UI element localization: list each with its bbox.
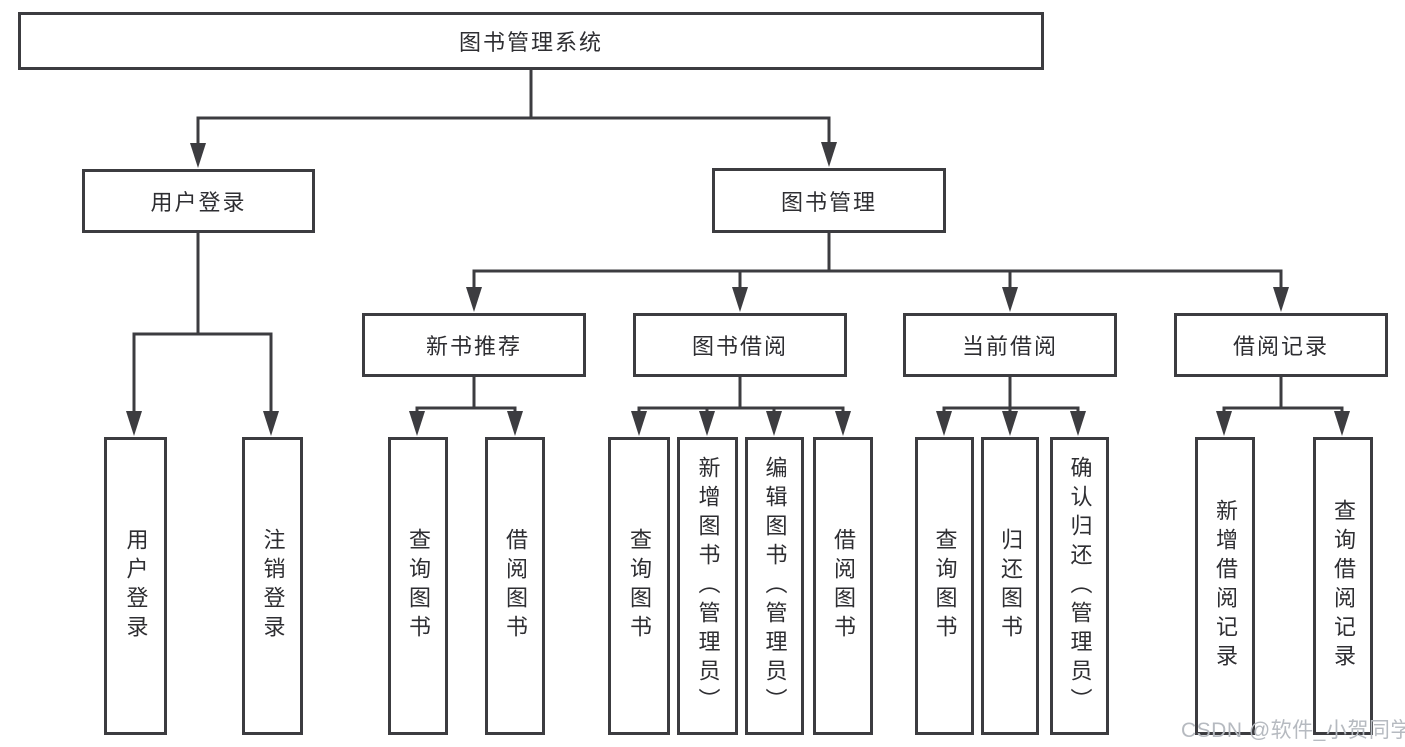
arrow-down-icon bbox=[466, 287, 482, 312]
arrow-down-icon bbox=[1216, 411, 1232, 436]
leaf-label: 借阅图书 bbox=[831, 528, 856, 644]
node-book-management: 图书管理 bbox=[712, 168, 946, 233]
leaf-label: 编辑图书（管理员） bbox=[762, 455, 788, 717]
leaf-label: 查询图书 bbox=[627, 528, 652, 644]
leaf-label: 查询图书 bbox=[932, 528, 958, 644]
leaf-cb-confirm-return-admin: 确认归还（管理员） bbox=[1050, 437, 1109, 735]
node-label: 借阅记录 bbox=[1232, 334, 1329, 359]
leaf-nb-query-books: 查询图书 bbox=[388, 437, 448, 735]
arrow-down-icon bbox=[263, 411, 279, 436]
arrow-down-icon bbox=[835, 411, 851, 436]
arrow-down-icon bbox=[126, 411, 142, 436]
node-label: 图书管理系统 bbox=[458, 30, 603, 55]
arrow-down-icon bbox=[1002, 411, 1018, 436]
connector-path bbox=[132, 68, 1344, 417]
arrow-down-icon bbox=[631, 411, 647, 436]
leaf-label: 确认归还（管理员） bbox=[1067, 455, 1093, 717]
arrow-down-icon bbox=[821, 142, 837, 167]
leaf-br-add-record: 新增借阅记录 bbox=[1195, 437, 1255, 735]
leaf-bb-query-books: 查询图书 bbox=[608, 437, 670, 735]
leaf-label: 新增借阅记录 bbox=[1213, 499, 1238, 673]
leaf-cb-query-books: 查询图书 bbox=[915, 437, 974, 735]
node-new-book-recommend: 新书推荐 bbox=[362, 313, 586, 377]
leaf-bb-add-books-admin: 新增图书（管理员） bbox=[677, 437, 738, 735]
leaf-user-login: 用户登录 bbox=[104, 437, 167, 735]
arrow-down-icon bbox=[190, 143, 206, 168]
arrowhead-icons bbox=[126, 142, 1350, 436]
node-label: 用户登录 bbox=[150, 190, 247, 215]
node-label: 新书推荐 bbox=[425, 334, 522, 359]
leaf-label: 注销登录 bbox=[260, 528, 286, 644]
node-label: 图书管理 bbox=[780, 189, 877, 215]
node-current-borrow: 当前借阅 bbox=[903, 313, 1117, 377]
node-label: 图书借阅 bbox=[691, 334, 788, 359]
leaf-bb-borrow-books: 借阅图书 bbox=[813, 437, 873, 735]
arrow-down-icon bbox=[1002, 287, 1018, 312]
arrow-down-icon bbox=[732, 287, 748, 312]
leaf-label: 查询借阅记录 bbox=[1331, 499, 1356, 673]
csdn-watermark: CSDN @软件_小贺同学 bbox=[1181, 719, 1405, 742]
leaf-label: 新增图书（管理员） bbox=[695, 455, 721, 717]
arrow-down-icon bbox=[1070, 411, 1086, 436]
leaf-label: 借阅图书 bbox=[503, 528, 528, 644]
node-user-login: 用户登录 bbox=[82, 169, 315, 233]
leaf-label: 查询图书 bbox=[406, 528, 431, 644]
arrow-down-icon bbox=[936, 411, 952, 436]
arrow-down-icon bbox=[507, 411, 523, 436]
arrow-down-icon bbox=[409, 411, 425, 436]
arrow-down-icon bbox=[1334, 411, 1350, 436]
leaf-label: 用户登录 bbox=[123, 528, 149, 644]
arrow-down-icon bbox=[699, 411, 715, 436]
leaf-label: 归还图书 bbox=[998, 528, 1023, 644]
leaf-logout: 注销登录 bbox=[242, 437, 303, 735]
leaf-br-query-record: 查询借阅记录 bbox=[1313, 437, 1373, 735]
node-book-borrow: 图书借阅 bbox=[633, 313, 847, 377]
node-library-management-system: 图书管理系统 bbox=[18, 12, 1044, 70]
arrow-down-icon bbox=[766, 411, 782, 436]
node-borrow-records: 借阅记录 bbox=[1174, 313, 1388, 377]
arrow-down-icon bbox=[1273, 287, 1289, 312]
node-label: 当前借阅 bbox=[961, 334, 1058, 359]
leaf-cb-return-books: 归还图书 bbox=[981, 437, 1039, 735]
leaf-bb-edit-books-admin: 编辑图书（管理员） bbox=[745, 437, 804, 735]
leaf-nb-borrow-books: 借阅图书 bbox=[485, 437, 545, 735]
